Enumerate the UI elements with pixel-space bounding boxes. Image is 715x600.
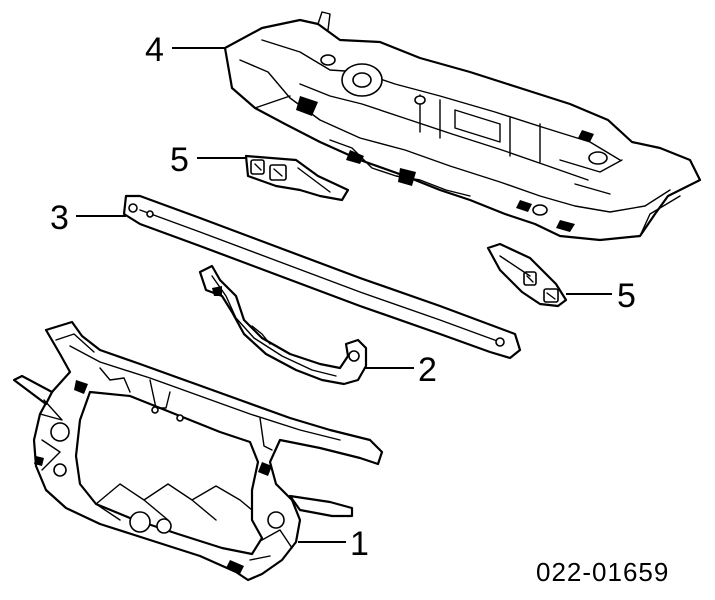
callout-5-right: 5 — [617, 277, 636, 315]
part-5-right-bracket — [486, 242, 568, 308]
reference-code: 022-01659 — [536, 557, 669, 587]
part-5-left-bracket — [244, 154, 350, 202]
part-2-lower-bracket — [198, 264, 368, 386]
callout-4: 4 — [145, 31, 164, 69]
part-4-cowl-panel — [223, 11, 702, 242]
callout-2: 2 — [418, 351, 437, 389]
callout-5-left: 5 — [170, 141, 189, 179]
part-1-front-panel — [12, 320, 384, 582]
callout-1: 1 — [350, 525, 369, 563]
callout-3: 3 — [50, 199, 69, 237]
part-3-upper-crossbar — [122, 194, 522, 360]
